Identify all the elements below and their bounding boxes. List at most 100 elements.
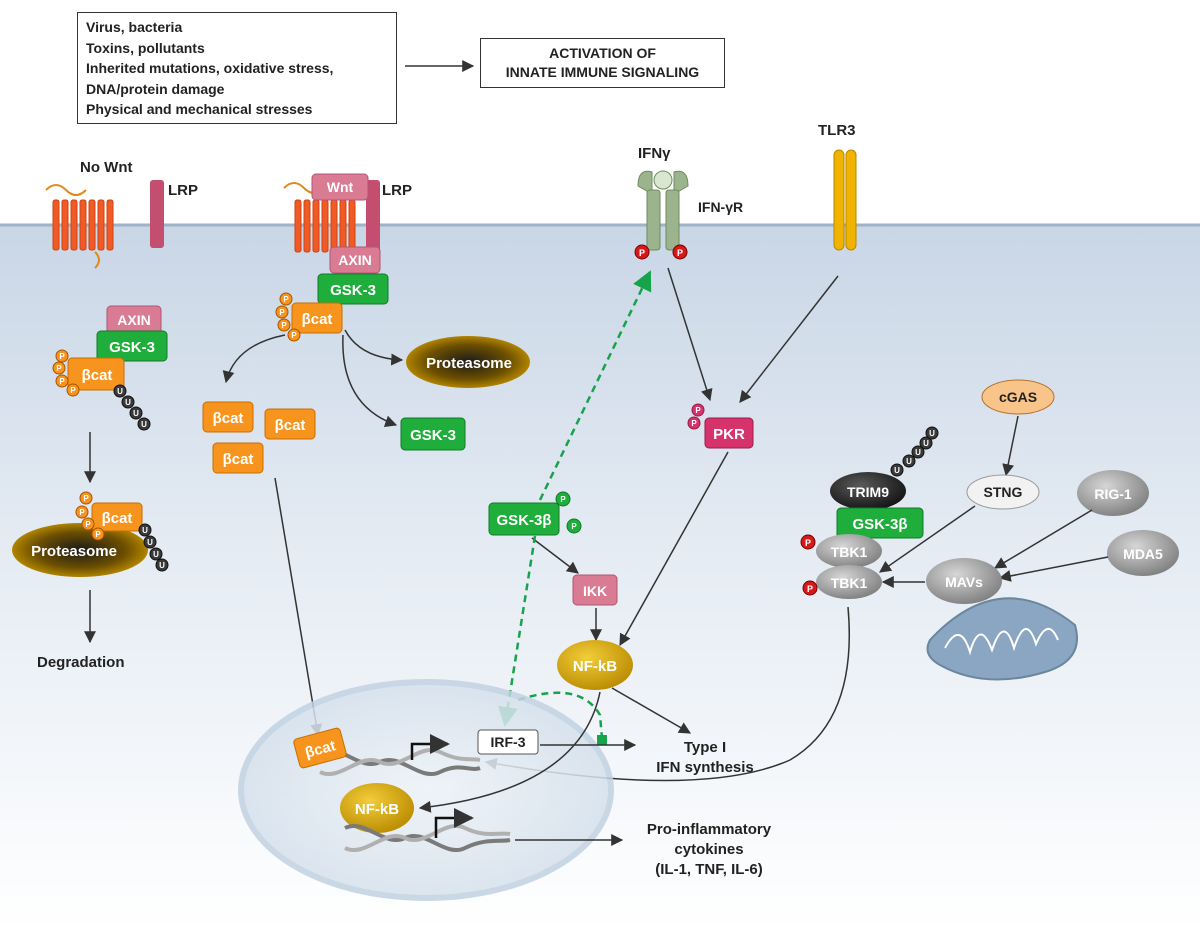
svg-text:P: P	[59, 352, 65, 361]
trigger-item: DNA/protein damage	[86, 80, 225, 97]
pkr-phospho	[687, 403, 705, 430]
wnt-label: Wnt	[327, 179, 354, 195]
phospho-letters: PP PP PP PP PP PP PP PP	[56, 295, 701, 539]
cytokines-line1: Pro-inflammatory	[647, 821, 772, 838]
svg-text:RIG-1: RIG-1	[1094, 486, 1132, 502]
svg-text:MDA5: MDA5	[1123, 546, 1163, 562]
phospho-markers-deg	[75, 491, 105, 541]
ikk	[572, 574, 618, 606]
svg-text:GSK-3: GSK-3	[330, 282, 376, 299]
destruction-complex-right: AXIN GSK-3 βcat	[291, 246, 389, 334]
svg-text:P: P	[83, 494, 89, 503]
svg-text:P: P	[95, 530, 101, 539]
ubiquitin-chain-trim9	[890, 426, 939, 477]
proteasome-right-label: Proteasome	[426, 355, 512, 372]
svg-text:U: U	[142, 526, 148, 535]
mavs	[926, 558, 1002, 604]
svg-text:GSK-3β: GSK-3β	[853, 516, 908, 533]
activation-box: ACTIVATION OF INNATE IMMUNE SIGNALING	[480, 38, 725, 88]
trigger-list-box: Virus, bacteria Toxins, pollutants Inher…	[77, 12, 397, 124]
arrow-rig1-to-mavs	[993, 509, 1093, 569]
svg-text:AXIN: AXIN	[338, 252, 371, 268]
svg-text:P: P	[695, 406, 701, 415]
cytokines-line3: (IL-1, TNF, IL-6)	[655, 861, 763, 878]
lrp-left-label: LRP	[168, 182, 198, 199]
ifngr-phospho: P P	[634, 244, 688, 260]
gsk3b-right	[836, 507, 924, 539]
degradation-label: Degradation	[37, 654, 125, 671]
svg-text:U: U	[929, 429, 935, 438]
svg-text:P: P	[677, 248, 683, 258]
svg-text:βcat: βcat	[275, 417, 306, 434]
no-wnt-label: No Wnt	[80, 159, 132, 176]
svg-text:βcat: βcat	[102, 510, 133, 527]
svg-text:GSK-3: GSK-3	[410, 427, 456, 444]
ifngr-label: IFN-γR	[698, 199, 743, 215]
nfkb-inhibit-irf3-dashed	[517, 691, 604, 739]
arrow-gsk3b-to-ikk	[531, 537, 579, 574]
svg-text:U: U	[125, 398, 131, 407]
trigger-item: Virus, bacteria	[86, 19, 183, 35]
gsk3b-to-ifngr-dashed	[538, 270, 652, 501]
gsk3b-mid-phospho	[555, 491, 582, 534]
activation-line2: INNATE IMMUNE SIGNALING	[505, 64, 700, 80]
svg-text:P: P	[805, 538, 811, 548]
svg-text:U: U	[159, 561, 165, 570]
arrow-sting-to-tbk1	[879, 505, 976, 573]
svg-text:U: U	[117, 387, 123, 396]
nfkb-nucleus	[340, 783, 414, 833]
svg-text:NF-kB: NF-kB	[355, 801, 399, 818]
ifng-label: IFNγ	[638, 145, 671, 162]
arrow-to-proteasome	[344, 329, 404, 366]
frizzled-receptor-left	[45, 184, 114, 269]
svg-text:P: P	[279, 308, 285, 317]
svg-text:P: P	[85, 520, 91, 529]
svg-text:U: U	[133, 409, 139, 418]
svg-text:GSK-3: GSK-3	[109, 339, 155, 356]
svg-text:P: P	[691, 419, 697, 428]
type1-line2: IFN synthesis	[656, 759, 754, 776]
ubiquitin-letters: UU UU UU UU UU UU U	[117, 387, 935, 570]
svg-text:U: U	[894, 466, 900, 475]
arrow-nfkb-to-type1	[611, 687, 692, 734]
rig1	[1077, 470, 1149, 516]
tbk1-b	[816, 565, 882, 599]
type1-line1: Type I	[684, 739, 726, 756]
trim9	[830, 472, 906, 510]
arrow-tlr3-to-pkr	[739, 275, 839, 403]
svg-text:P: P	[560, 495, 566, 504]
svg-text:βcat: βcat	[213, 410, 244, 427]
cytokines-line2: cytokines	[674, 841, 743, 858]
svg-text:NF-kB: NF-kB	[573, 658, 617, 675]
ifng-receptor	[637, 170, 689, 251]
lrp-right-label: LRP	[382, 182, 412, 199]
tlr3-label: TLR3	[818, 122, 856, 139]
phospho-markers-right	[275, 292, 301, 342]
ubiquitin-chain-left	[113, 384, 151, 431]
arrow-to-free-gsk3	[342, 334, 398, 428]
inhibition-square	[597, 735, 607, 745]
svg-text:βcat: βcat	[223, 451, 254, 468]
promoter-arrow-lower	[434, 808, 474, 838]
svg-text:P: P	[281, 321, 287, 330]
wnt-ligand	[311, 173, 369, 201]
nucleus	[238, 679, 614, 901]
svg-text:TRIM9: TRIM9	[847, 484, 889, 500]
svg-text:U: U	[923, 439, 929, 448]
arrow-pkr-to-nfkb	[619, 451, 729, 647]
cgas	[981, 379, 1055, 415]
svg-text:P: P	[59, 377, 65, 386]
svg-text:U: U	[141, 420, 147, 429]
nfkb-cyto	[557, 640, 633, 690]
lrp-left	[150, 180, 164, 248]
irf3	[477, 729, 539, 755]
svg-text:GSK-3β: GSK-3β	[497, 512, 552, 529]
svg-text:βcat: βcat	[302, 311, 333, 328]
svg-text:AXIN: AXIN	[117, 312, 150, 328]
proteasome-right	[406, 336, 530, 388]
svg-text:IKK: IKK	[583, 583, 607, 599]
svg-text:IRF-3: IRF-3	[491, 734, 526, 750]
promoter-arrow-upper	[410, 734, 450, 760]
svg-text:U: U	[915, 448, 921, 457]
